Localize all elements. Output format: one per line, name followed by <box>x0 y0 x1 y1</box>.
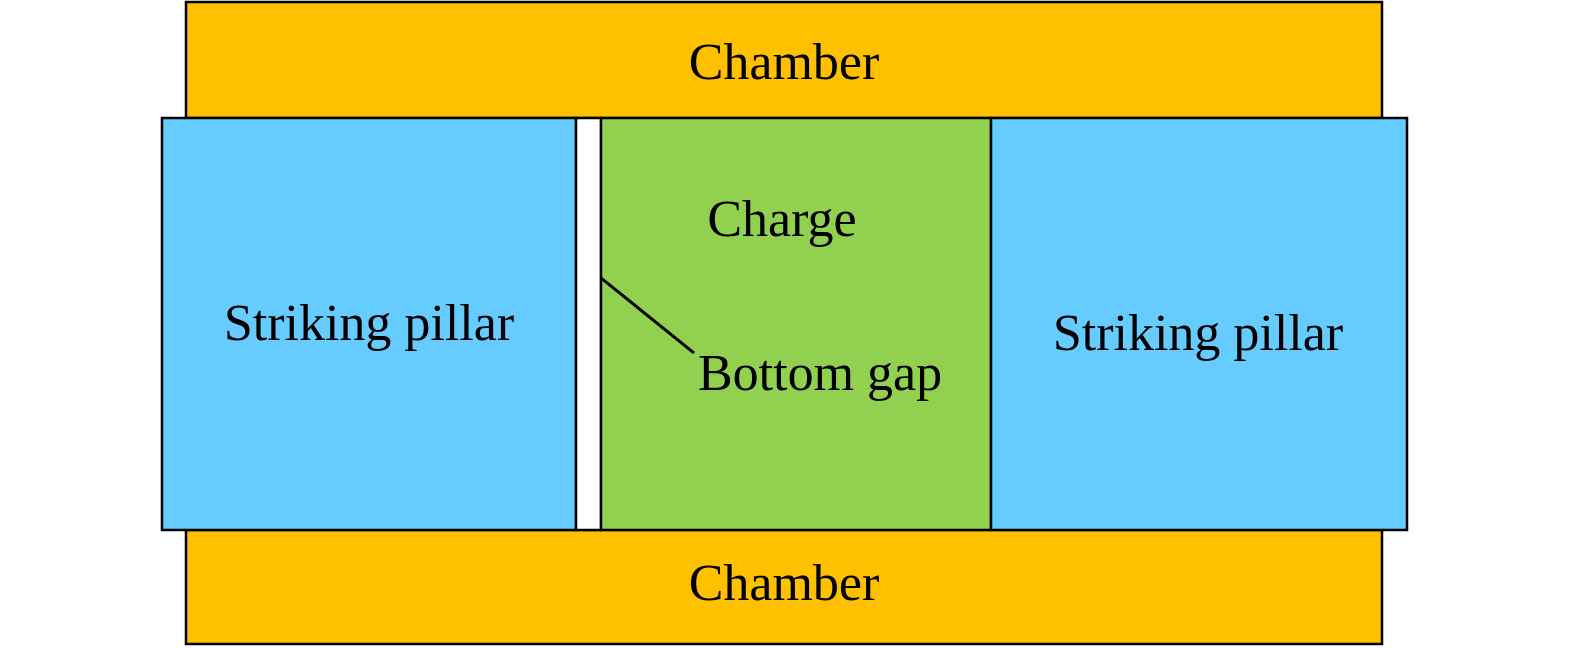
charge-region <box>599 116 993 532</box>
chamber-bottom <box>184 528 1384 646</box>
bottom-gap-strip <box>574 116 603 532</box>
chamber-top-label: Chamber <box>689 34 880 91</box>
striking-pillar-right <box>989 116 1409 532</box>
striking-pillar-left-label: Striking pillar <box>224 295 514 352</box>
chamber-top <box>184 0 1384 120</box>
bottom-gap-leader-line <box>600 276 695 355</box>
striking-pillar-right-label: Striking pillar <box>1053 305 1343 362</box>
striking-pillar-left <box>160 116 578 532</box>
charge-label: Charge <box>707 191 856 248</box>
chamber-bottom-label: Chamber <box>689 555 880 612</box>
bottom-gap-label: Bottom gap <box>698 345 942 402</box>
